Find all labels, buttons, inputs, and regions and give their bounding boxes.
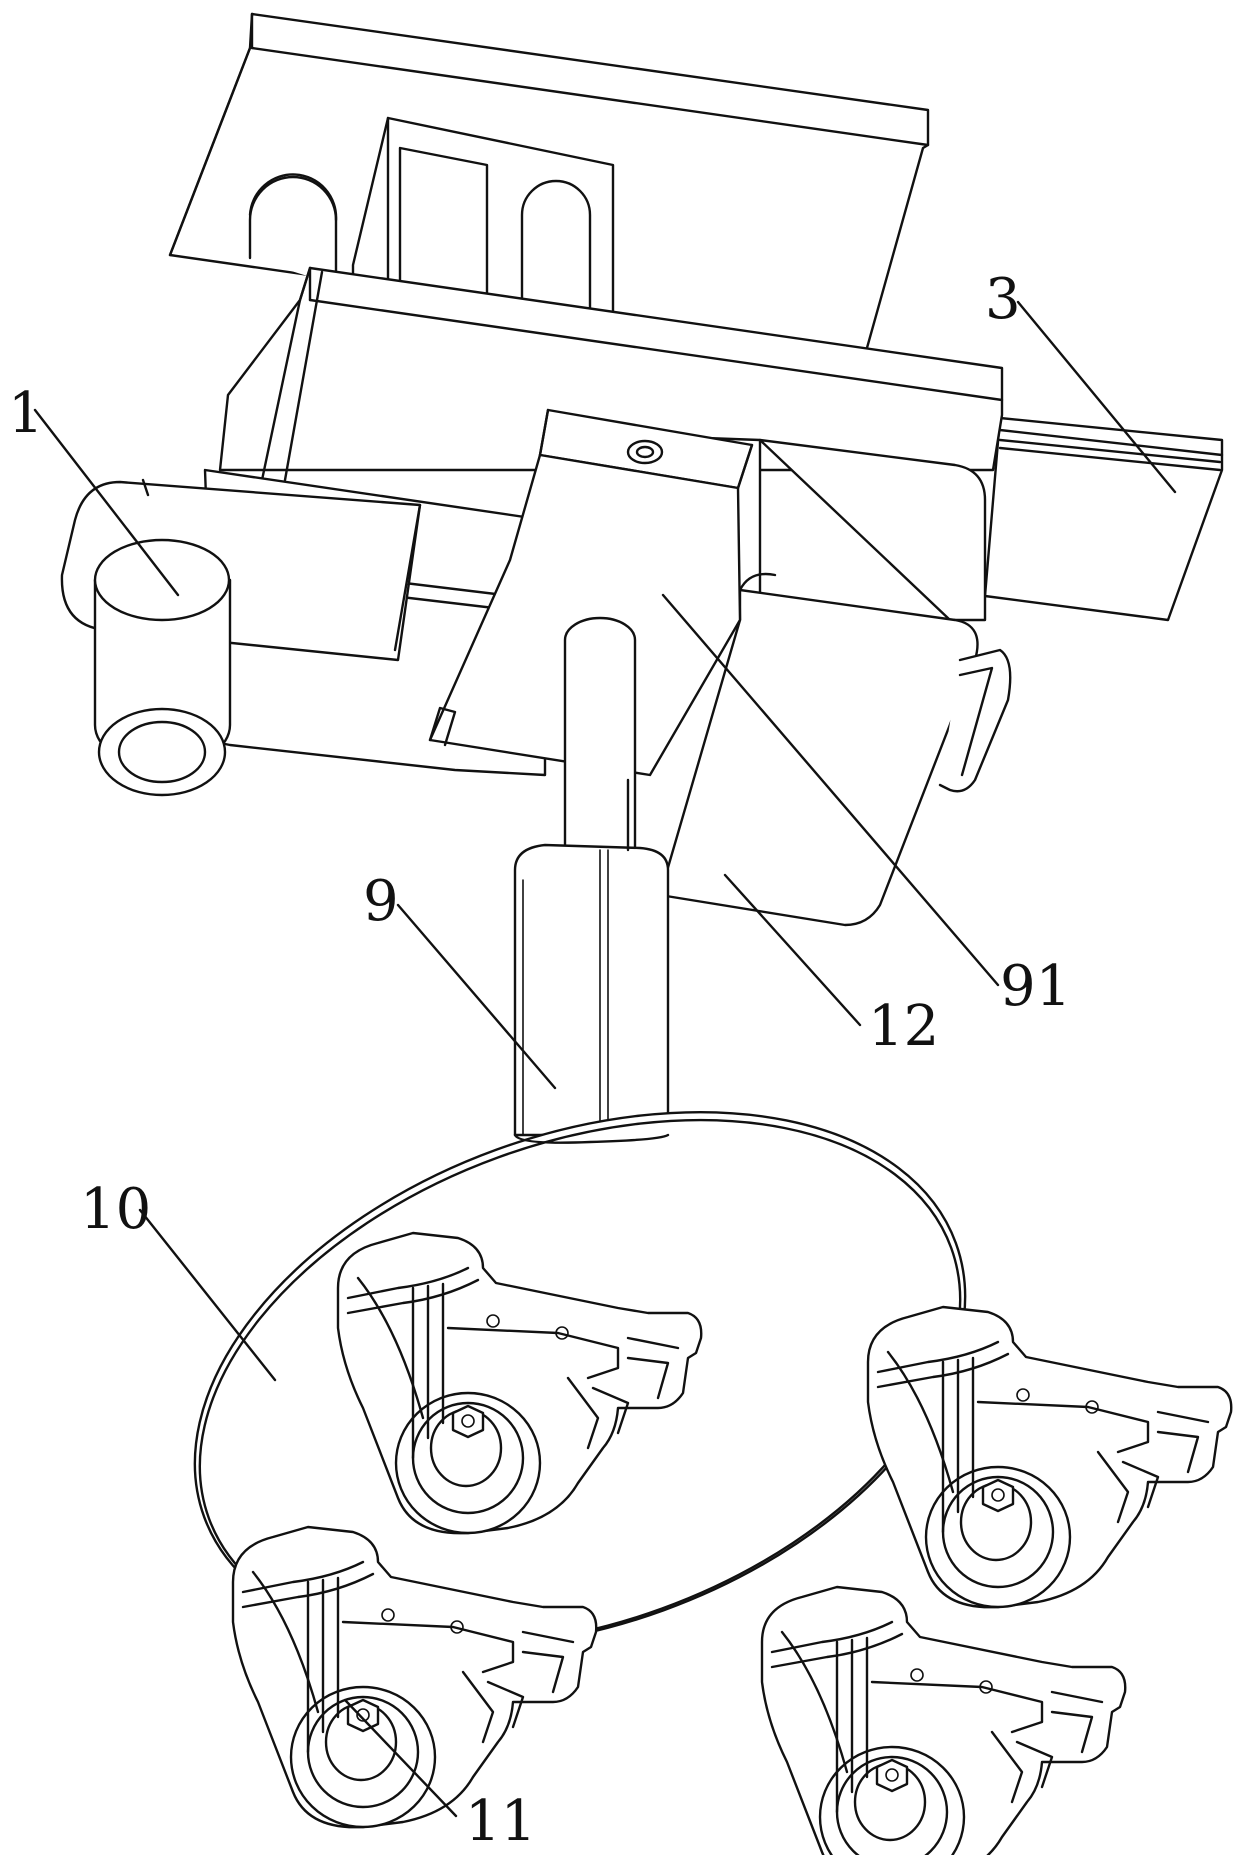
ref-label-9: 9 — [363, 869, 399, 934]
ref-label-1: 1 — [8, 381, 44, 446]
leader-line-10 — [138, 1208, 277, 1382]
ref-label-10: 10 — [80, 1177, 151, 1242]
support-column — [513, 616, 670, 1137]
leader-line-91 — [661, 593, 1000, 987]
caster-wheel-back-right — [760, 1585, 1127, 1855]
ref-label-91: 91 — [1000, 954, 1071, 1019]
leader-line-3 — [1016, 300, 1177, 494]
ref-label-3: 3 — [985, 267, 1021, 332]
caster-wheel-right — [866, 1305, 1233, 1609]
ref-label-12: 12 — [868, 994, 939, 1059]
top-plate-left-post — [248, 173, 338, 287]
ref-label-11: 11 — [465, 1789, 536, 1854]
roller-cylinder — [93, 538, 232, 797]
leader-line-9 — [396, 903, 557, 1090]
leader-line-11 — [343, 1698, 458, 1818]
leader-line-1 — [33, 408, 180, 597]
rail-plate — [983, 416, 1224, 622]
column-bracket — [428, 408, 754, 777]
leader-line-12 — [723, 873, 862, 1027]
